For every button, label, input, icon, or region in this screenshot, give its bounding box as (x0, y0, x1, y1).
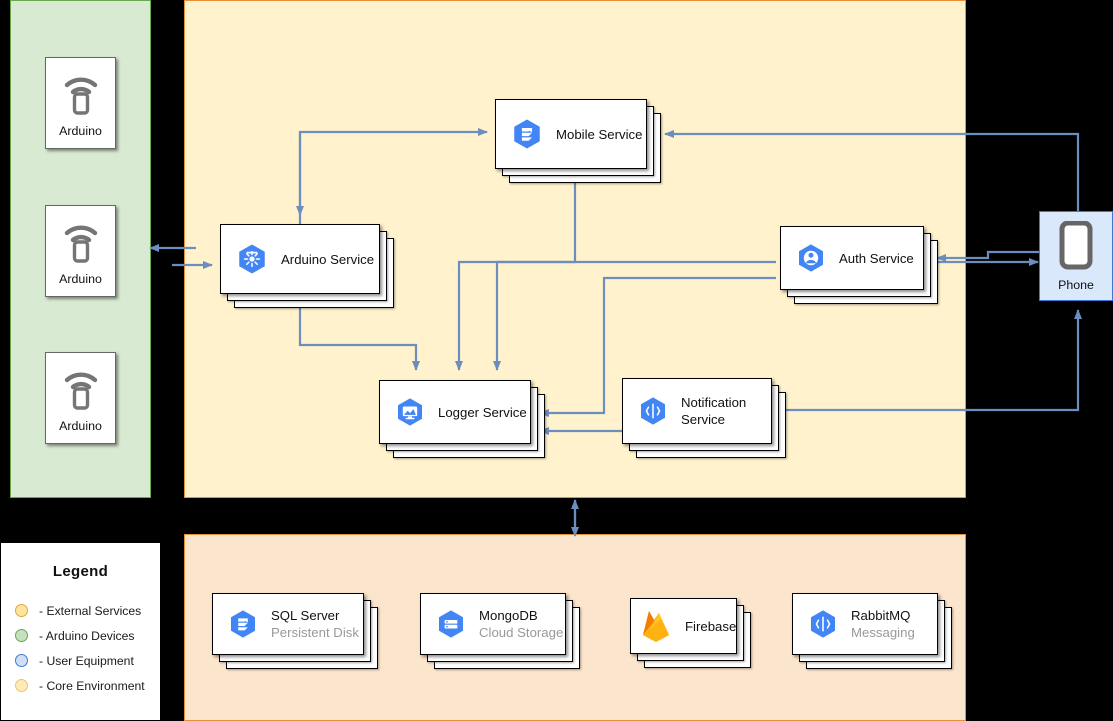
mobile-phone-icon (1059, 220, 1093, 276)
gcp-mobile-icon (510, 117, 544, 151)
gcp-cloud-storage-icon (435, 608, 467, 640)
card-face: SQL Server Persistent Disk (212, 593, 364, 655)
device-label: Arduino (59, 123, 102, 138)
card-face: Auth Service (780, 226, 924, 290)
card-text: RabbitMQ Messaging (851, 607, 915, 641)
card-face: Logger Service (379, 380, 531, 444)
wire-notification-to-phone (772, 309, 1082, 412)
card-text: Firebase (685, 618, 736, 635)
device-arduino-3[interactable]: Arduino (45, 352, 116, 444)
card-text: Arduino Service (281, 251, 374, 268)
device-label: Arduino (59, 271, 102, 286)
card-title: MongoDB (479, 608, 538, 623)
card-face: Firebase (630, 598, 737, 654)
card-title: Firebase (685, 618, 737, 634)
legend-label: - Core Environment (39, 678, 145, 693)
card-face: Notification Service (622, 378, 772, 444)
card-title: Logger Service (438, 404, 527, 420)
wire-phone-to-auth (936, 250, 1040, 262)
gcp-kubernetes-icon (235, 242, 269, 276)
legend-title: Legend (52, 563, 109, 580)
wire-auth-to-logger (493, 260, 776, 371)
card-text: Logger Service (438, 404, 527, 421)
card-subtitle: Persistent Disk (271, 625, 359, 640)
legend-swatch-user-equipment (15, 654, 28, 667)
service-card-arduino-service[interactable]: Arduino Service (220, 224, 394, 308)
gcp-persistent-disk-icon (227, 608, 259, 640)
card-face: Mobile Service (495, 99, 647, 169)
card-text: Auth Service (839, 250, 914, 267)
card-text: MongoDB Cloud Storage (479, 607, 563, 641)
card-title: RabbitMQ (851, 608, 911, 623)
legend-label: - Arduino Devices (39, 628, 135, 643)
device-arduino-2[interactable]: Arduino (45, 205, 116, 297)
wire-mobile-to-logger (455, 168, 577, 371)
firebase-flame-icon (639, 607, 673, 645)
device-label: Arduino (59, 418, 102, 433)
legend-label: - User Equipment (39, 653, 134, 668)
legend-swatch-external-services (15, 604, 28, 617)
service-card-auth-service[interactable]: Auth Service (780, 226, 938, 304)
card-title: Arduino Service (281, 251, 375, 267)
wire-arduino-to-logger (298, 300, 420, 371)
wire-phone-to-mobile (664, 130, 1080, 214)
card-subtitle: Cloud Storage (479, 625, 564, 640)
service-card-sql-server[interactable]: SQL Server Persistent Disk (212, 593, 378, 669)
legend-item-user-equipment: - User Equipment (15, 650, 160, 671)
card-title: Mobile Service (556, 126, 643, 142)
card-face: RabbitMQ Messaging (792, 593, 938, 655)
card-text: SQL Server Persistent Disk (271, 607, 359, 641)
device-arduino-1[interactable]: Arduino (45, 57, 116, 149)
legend-label: - External Services (39, 603, 142, 618)
device-label: Phone (1058, 277, 1094, 292)
legend-swatch-core-environment (15, 679, 28, 692)
legend-panel: Legend - External Services - Arduino Dev… (0, 542, 161, 721)
wireless-device-icon (61, 364, 101, 417)
legend-item-arduino-devices: - Arduino Devices (15, 625, 160, 646)
card-text: Notification Service (681, 394, 746, 428)
card-title: SQL Server (271, 608, 340, 623)
gcp-identity-icon (795, 242, 827, 274)
wireless-device-icon (61, 217, 101, 270)
service-card-notification-service[interactable]: Notification Service (622, 378, 786, 458)
card-face: MongoDB Cloud Storage (420, 593, 566, 655)
card-title: Auth Service (839, 250, 914, 266)
legend-swatch-arduino-devices (15, 629, 28, 642)
card-title: Notification Service (681, 395, 747, 427)
gcp-pubsub-icon (637, 395, 669, 427)
legend-item-external-services: - External Services (15, 600, 160, 621)
service-card-rabbitmq[interactable]: RabbitMQ Messaging (792, 593, 952, 669)
gcp-monitoring-icon (394, 396, 426, 428)
service-card-mongodb[interactable]: MongoDB Cloud Storage (420, 593, 580, 669)
service-card-mobile-service[interactable]: Mobile Service (495, 99, 661, 183)
card-text: Mobile Service (556, 126, 643, 143)
card-face: Arduino Service (220, 224, 380, 294)
legend-rows: - External Services - Arduino Devices - … (1, 600, 160, 696)
card-subtitle: Messaging (851, 625, 915, 640)
legend-item-core-environment: - Core Environment (15, 675, 160, 696)
wireless-device-icon (61, 69, 101, 122)
wire-auth-path-to-logger (539, 276, 776, 417)
service-card-logger-service[interactable]: Logger Service (379, 380, 545, 458)
device-phone[interactable]: Phone (1039, 211, 1113, 301)
service-card-firebase[interactable]: Firebase (630, 598, 751, 668)
gcp-pubsub-icon (807, 608, 839, 640)
